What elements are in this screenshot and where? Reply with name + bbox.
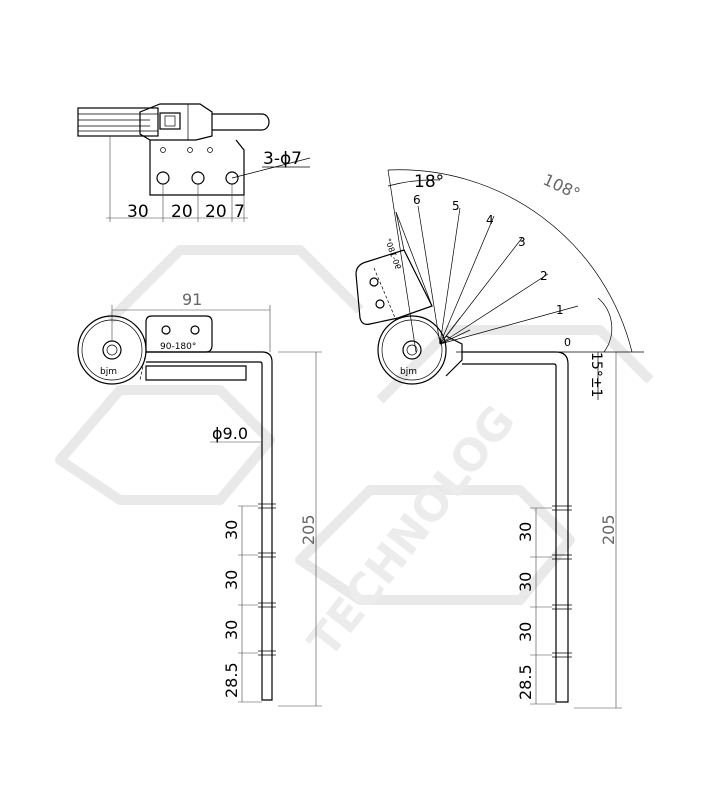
right-seg-2: 30 <box>516 572 535 592</box>
top-dim-20a: 20 <box>171 202 193 222</box>
position-3: 3 <box>518 235 526 249</box>
top-view: 3-ϕ7 30 20 20 7 <box>77 103 311 222</box>
left-width-dim: 91 <box>182 290 202 309</box>
hole-label: 3-ϕ7 <box>263 149 302 169</box>
left-seg-2: 30 <box>222 570 241 590</box>
position-4: 4 <box>486 213 494 227</box>
position-6: 6 <box>413 193 421 207</box>
top-dim-30: 30 <box>127 202 149 222</box>
left-seg-3: 30 <box>222 620 241 640</box>
right-view: 108° 18° 0 15°±1 1 2 3 4 5 6 90-180° <box>355 169 644 709</box>
right-height-dim: 205 <box>599 514 618 545</box>
top-dim-7: 7 <box>234 202 245 222</box>
left-angle-label: 90-180° <box>160 342 196 352</box>
right-seg-4: 28.5 <box>516 664 535 700</box>
right-angle-top: 18° <box>414 172 444 192</box>
right-angle-label: 90-180° <box>383 237 403 270</box>
right-seg-1: 30 <box>516 522 535 542</box>
right-angle-range: 108° <box>540 170 583 204</box>
left-brand: bjm <box>100 367 117 377</box>
position-5: 5 <box>452 199 460 213</box>
position-2: 2 <box>540 269 548 283</box>
position-0: 0 <box>564 336 571 349</box>
left-rod-dim: ϕ9.0 <box>212 424 248 443</box>
left-height-dim: 205 <box>299 514 318 545</box>
top-dim-20b: 20 <box>205 202 227 222</box>
left-view: 91 bjm 90-180° ϕ9.0 <box>77 290 322 707</box>
right-seg-3: 30 <box>516 622 535 642</box>
right-angle-bottom: 15°±1 <box>588 352 604 397</box>
right-brand: bjm <box>400 367 417 377</box>
position-1: 1 <box>556 303 564 317</box>
left-seg-4: 28.5 <box>222 662 241 698</box>
left-seg-1: 30 <box>222 520 241 540</box>
